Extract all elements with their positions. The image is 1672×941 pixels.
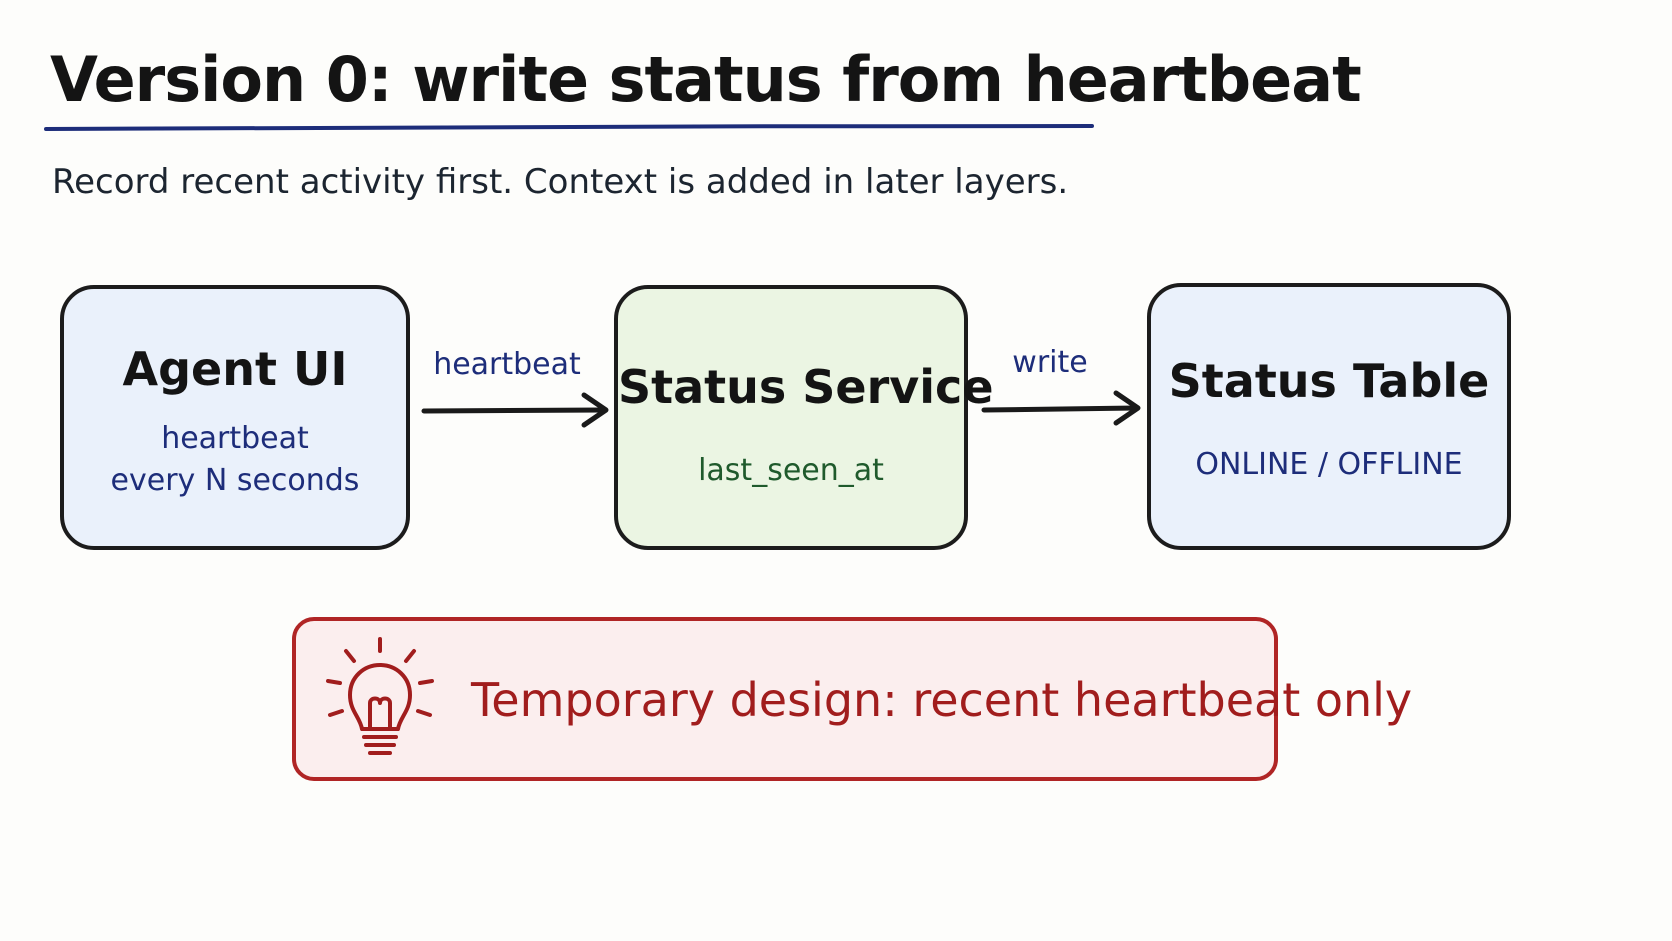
arrow-agent-to-service (421, 392, 609, 428)
node-status-table-title: Status Table (1168, 354, 1490, 408)
edge-label-write: write (1012, 345, 1088, 380)
temporary-design-callout: Temporary design: recent heartbeat only (292, 617, 1412, 781)
node-status-service-title: Status Service (618, 360, 994, 414)
node-agent-ui: Agent UI heartbeat every N seconds (60, 285, 410, 550)
lightbulb-icon (326, 637, 434, 755)
node-status-service-detail: last_seen_at (698, 453, 884, 488)
node-status-service: Status Service last_seen_at (614, 285, 994, 550)
node-agent-ui-title: Agent UI (122, 342, 348, 396)
title-underline (44, 124, 1094, 131)
callout-text: Temporary design: recent heartbeat only (471, 673, 1413, 727)
node-agent-ui-detail-2: every N seconds (110, 463, 360, 498)
page-subtitle: Record recent activity first. Context is… (52, 162, 1069, 202)
node-agent-ui-detail-1: heartbeat (161, 421, 309, 456)
edge-label-heartbeat: heartbeat (433, 347, 581, 382)
page-title: Version 0: write status from heartbeat (50, 43, 1362, 116)
node-status-table: Status Table ONLINE / OFFLINE (1147, 283, 1511, 550)
arrow-service-to-table (981, 390, 1141, 426)
node-status-table-detail: ONLINE / OFFLINE (1195, 447, 1463, 482)
